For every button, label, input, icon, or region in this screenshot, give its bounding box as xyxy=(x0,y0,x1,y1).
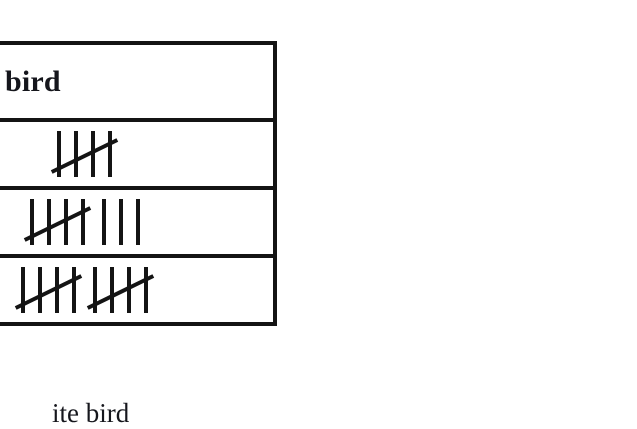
tally-chart-table: ite bird xyxy=(0,41,277,326)
tally-stroke xyxy=(108,131,112,177)
tally-group-of-five xyxy=(50,131,119,177)
table-row xyxy=(0,118,273,186)
tally-stroke xyxy=(38,267,42,313)
tally-stroke xyxy=(101,199,106,245)
tally-marks-row-1 xyxy=(50,131,119,177)
tally-stroke xyxy=(72,267,76,313)
tally-group-of-five xyxy=(23,199,91,245)
bottom-caption-text: ite bird xyxy=(52,398,130,428)
tally-stroke xyxy=(46,199,51,245)
tally-group-of-five xyxy=(86,267,155,313)
table-row xyxy=(0,254,273,322)
tally-group-partial xyxy=(101,199,140,245)
tally-marks-row-3 xyxy=(14,267,155,313)
tally-stroke xyxy=(74,131,78,177)
tally-marks-row-2 xyxy=(23,199,140,245)
tally-stroke xyxy=(80,199,85,245)
tally-group-of-five xyxy=(14,267,83,313)
column-header-label: ite bird xyxy=(0,64,61,98)
tally-stroke xyxy=(29,199,34,245)
tally-stroke xyxy=(118,199,123,245)
tally-stroke xyxy=(93,267,97,313)
tally-stroke xyxy=(57,131,61,177)
tally-stroke xyxy=(135,199,140,245)
tally-stroke xyxy=(21,267,25,313)
tally-stroke xyxy=(144,267,148,313)
table-row xyxy=(0,186,273,254)
table-header-row: ite bird xyxy=(0,45,273,118)
tally-stroke xyxy=(110,267,114,313)
